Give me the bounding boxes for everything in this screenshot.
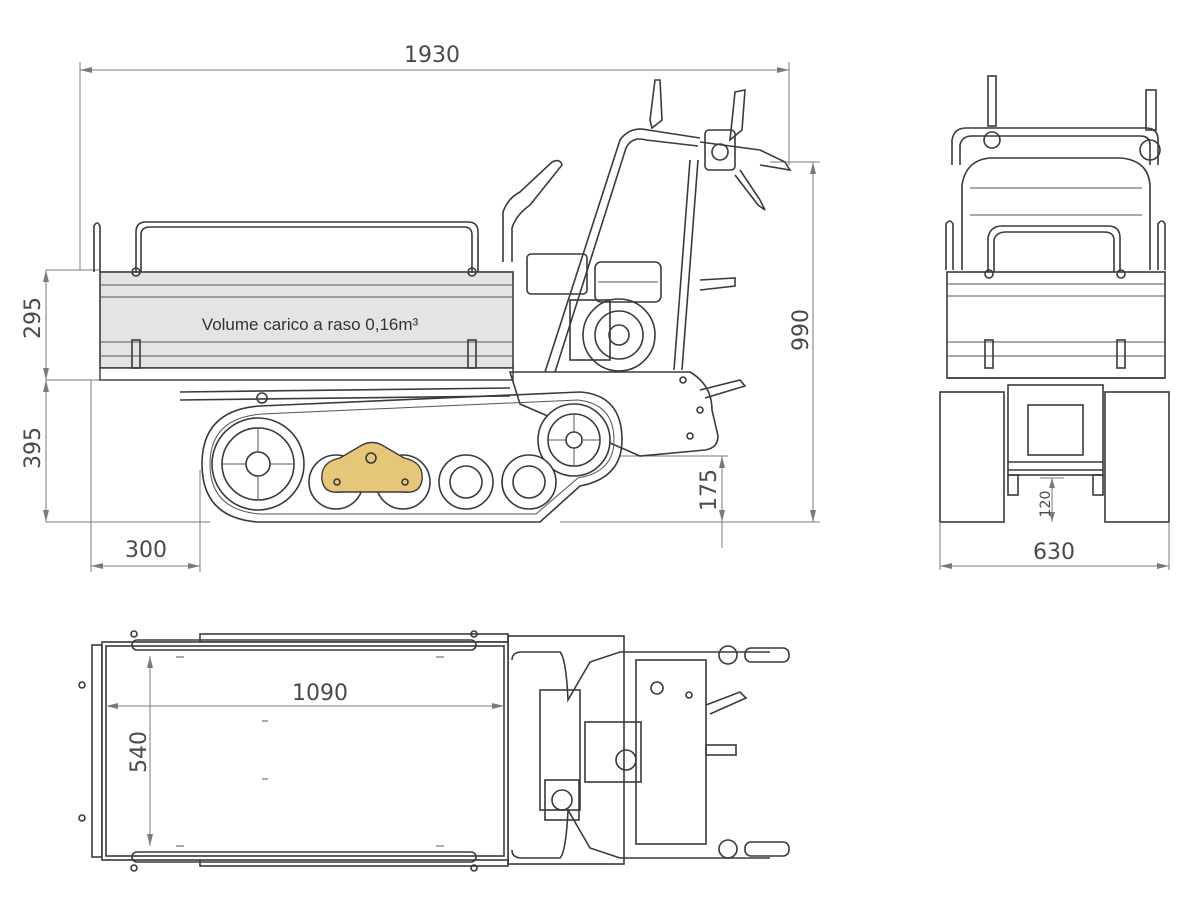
dim-ground-clearance: 175 xyxy=(620,455,728,548)
bed-width-label: 540 xyxy=(127,731,152,773)
track xyxy=(201,391,623,523)
dim-track-width: 630 xyxy=(939,522,1170,570)
top-bed xyxy=(78,630,625,872)
ground-clearance-label: 175 xyxy=(697,469,722,511)
bed-rail xyxy=(93,221,479,272)
top-engine xyxy=(539,659,707,845)
dim-front-clearance: 120 xyxy=(1038,477,1064,522)
load-volume-label: Volume carico a raso 0,16m³ xyxy=(202,315,419,334)
track-width-label: 630 xyxy=(1033,540,1075,565)
front-handlebar xyxy=(951,75,1161,165)
side-view: 1930 295 395 990 xyxy=(21,43,820,572)
frame-height-label: 395 xyxy=(21,427,46,469)
overall-height-label: 990 xyxy=(789,309,814,351)
front-view: 630 120 xyxy=(939,75,1170,570)
bed-height-label: 295 xyxy=(21,297,46,339)
bed-length-label: 1090 xyxy=(292,681,348,706)
top-view: 1090 540 xyxy=(78,630,790,872)
dim-overall-length: 1930 xyxy=(79,43,790,270)
dim-overall-height: 990 xyxy=(560,161,820,523)
handlebar xyxy=(502,79,792,373)
chassis-plate xyxy=(179,371,719,457)
overall-length-label: 1930 xyxy=(404,43,460,68)
rear-overhang-label: 300 xyxy=(125,538,167,563)
dim-bed-height: 295 395 xyxy=(21,269,210,523)
top-handlebar xyxy=(511,645,790,859)
engine xyxy=(526,253,747,399)
front-tracks xyxy=(939,384,1170,523)
sprocket-wheel-front xyxy=(537,403,611,477)
sprocket-wheel-rear xyxy=(211,417,305,511)
bogie-plate-highlight xyxy=(321,441,423,493)
dim-bed-length: 1090 xyxy=(106,681,504,709)
front-body xyxy=(945,157,1166,379)
load-bed: Volume carico a raso 0,16m³ xyxy=(99,267,514,381)
dim-bed-width: 540 xyxy=(127,656,153,846)
front-clearance-label: 120 xyxy=(1038,491,1054,518)
dim-rear-overhang: 300 xyxy=(90,380,201,572)
